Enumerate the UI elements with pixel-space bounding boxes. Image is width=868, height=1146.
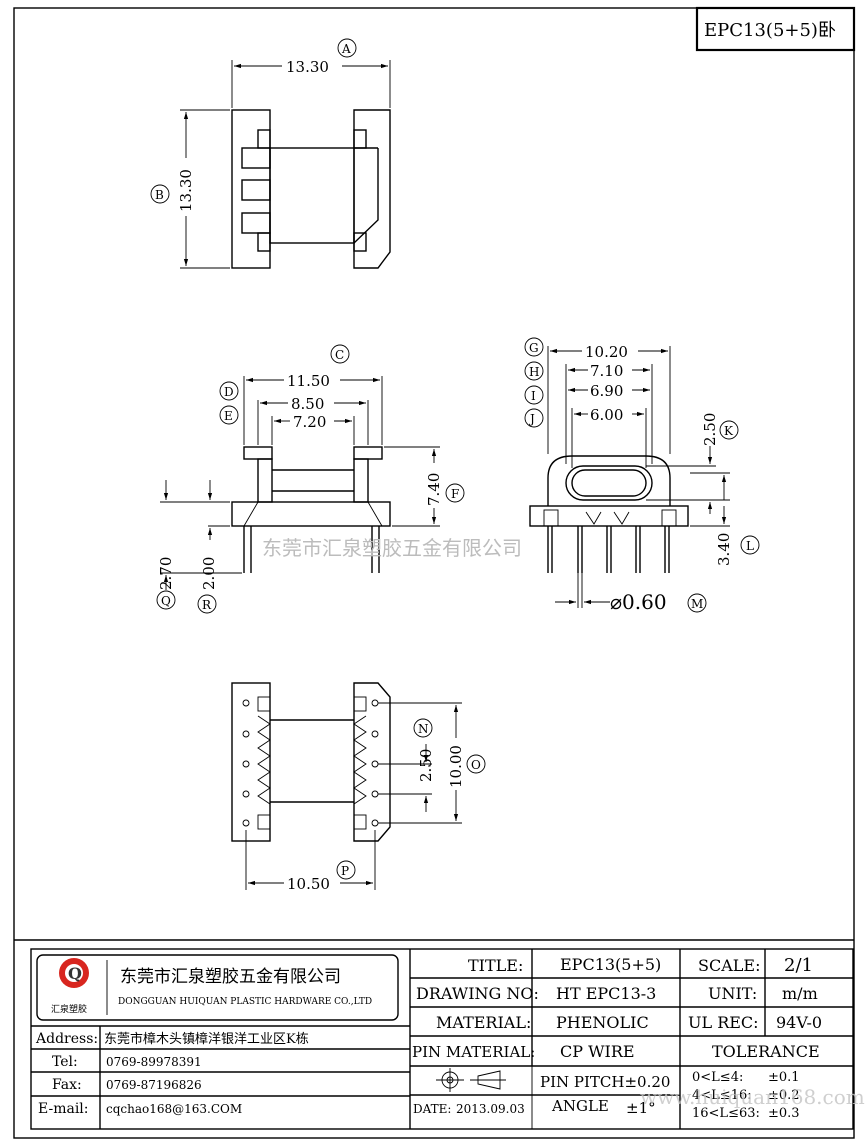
marker-k: K — [724, 424, 734, 438]
marker-p: P — [341, 864, 349, 878]
address-value: 东莞市樟木头镇樟洋银洋工业区K栋 — [104, 1031, 309, 1047]
marker-o: O — [471, 758, 481, 772]
title-value: EPC13(5+5) — [560, 955, 661, 974]
date-label: DATE: — [413, 1102, 451, 1116]
dim-front-6: 2.00 — [200, 557, 218, 590]
marker-f: F — [451, 487, 459, 501]
top-view: 13.30 A 13.30 B — [150, 38, 391, 269]
marker-g: G — [529, 341, 539, 355]
logo-text: 汇泉塑胶 — [51, 1003, 87, 1015]
bottom-view: 10.00 2.50 10.50 N O P — [231, 682, 486, 893]
angle-value: ±1° — [626, 1099, 656, 1117]
tolerance-value-1: ±0.1 — [768, 1070, 800, 1085]
drawing-no-label: DRAWING NO: — [416, 984, 539, 1003]
sheet-border — [13, 7, 855, 1139]
watermark-company: 东莞市汇泉塑胶五金有限公司 — [262, 536, 522, 560]
dim-front-5: 2.70 — [157, 557, 175, 590]
material-value: PHENOLIC — [556, 1013, 649, 1032]
dim-side-4: 6.00 — [590, 406, 623, 424]
date-value: 2013.09.03 — [456, 1102, 525, 1116]
ul-rec-label: UL REC: — [688, 1013, 759, 1032]
marker-j: J — [528, 412, 535, 426]
ul-rec-value: 94V-0 — [776, 1013, 822, 1032]
dim-side-5: 2.50 — [701, 413, 719, 446]
marker-l: L — [746, 539, 754, 553]
marker-a: A — [341, 42, 351, 56]
dim-front-4: 7.40 — [425, 473, 443, 506]
marker-m: M — [691, 597, 703, 611]
company-name-cn: 东莞市汇泉塑胶五金有限公司 — [120, 967, 341, 987]
dim-bottom-1: 2.50 — [417, 749, 435, 782]
tolerance-value-3: ±0.3 — [768, 1106, 800, 1121]
marker-d: D — [224, 385, 234, 399]
dim-front-1: 11.50 — [287, 372, 330, 390]
dim-bottom-2: 10.00 — [447, 745, 465, 788]
unit-value: m/m — [782, 984, 818, 1003]
dim-side-3: 6.90 — [590, 382, 623, 400]
drawing-id-box: EPC13(5+5)卧 — [695, 6, 856, 52]
logo-letter: Q — [68, 964, 82, 983]
dim-side-1: 10.20 — [585, 343, 628, 361]
fax-value: 0769-87196826 — [106, 1078, 202, 1092]
tolerance-range-3: 16<L≤63: — [692, 1106, 760, 1121]
pin-pitch: PIN PITCH±0.20 — [540, 1073, 670, 1091]
tolerance-value-2: ±0.2 — [768, 1088, 800, 1103]
tel-label: Tel: — [52, 1054, 78, 1070]
title-block: Q 汇泉塑胶 东莞市汇泉塑胶五金有限公司 DONGGUAN HUIQUAN PL… — [14, 939, 854, 1130]
dim-top-height: 13.30 — [177, 169, 195, 212]
tolerance-range-1: 0<L≤4: — [692, 1070, 743, 1085]
address-label: Address: — [35, 1031, 98, 1047]
fax-label: Fax: — [52, 1077, 82, 1093]
tolerance-label: TOLERANCE — [712, 1042, 820, 1061]
marker-h: H — [529, 365, 539, 379]
drawing-no-value: HT EPC13-3 — [556, 984, 656, 1003]
dim-side-7: ⌀0.60 — [610, 590, 667, 614]
dim-top-width: 13.30 — [286, 58, 329, 76]
marker-b: B — [155, 188, 164, 202]
marker-c: C — [335, 348, 344, 362]
company-name-en: DONGGUAN HUIQUAN PLASTIC HARDWARE CO.,LT… — [118, 997, 372, 1007]
email-value: cqchao168@163.COM — [106, 1102, 242, 1116]
tel-value: 0769-89978391 — [106, 1055, 202, 1069]
dim-side-2: 7.10 — [590, 362, 623, 380]
drawing-id: EPC13(5+5)卧 — [704, 20, 836, 41]
angle-label: ANGLE — [551, 1097, 609, 1115]
company-logo: Q 汇泉塑胶 — [51, 958, 89, 1015]
scale-label: SCALE: — [698, 956, 760, 975]
pin-material-value: CP WIRE — [560, 1042, 635, 1061]
material-label: MATERIAL: — [436, 1013, 531, 1032]
dim-side-6: 3.40 — [715, 533, 733, 566]
watermark-site: www.huiquan168.com — [640, 1085, 865, 1109]
front-view: 11.50 8.50 7.20 7.40 2.70 2.00 C D E F Q — [156, 344, 465, 614]
dim-front-2: 8.50 — [291, 395, 324, 413]
email-label: E-mail: — [38, 1101, 89, 1117]
side-view: 10.20 7.10 6.90 6.00 2.50 3.40 ⌀0.60 G H — [524, 337, 760, 614]
tolerance-range-2: 4<L≤16: — [692, 1088, 752, 1103]
pin-material-label: PIN MATERIAL: — [412, 1043, 535, 1061]
marker-n: N — [418, 722, 429, 736]
title-label: TITLE: — [468, 956, 523, 975]
scale-value: 2/1 — [784, 955, 813, 976]
unit-label: UNIT: — [708, 984, 757, 1003]
dim-bottom-3: 10.50 — [287, 875, 330, 893]
marker-i: I — [531, 389, 536, 403]
marker-r: R — [202, 598, 212, 612]
projection-symbol-icon — [436, 1068, 506, 1092]
marker-e: E — [224, 409, 233, 423]
marker-q: Q — [161, 594, 171, 608]
dim-front-3: 7.20 — [293, 413, 326, 431]
